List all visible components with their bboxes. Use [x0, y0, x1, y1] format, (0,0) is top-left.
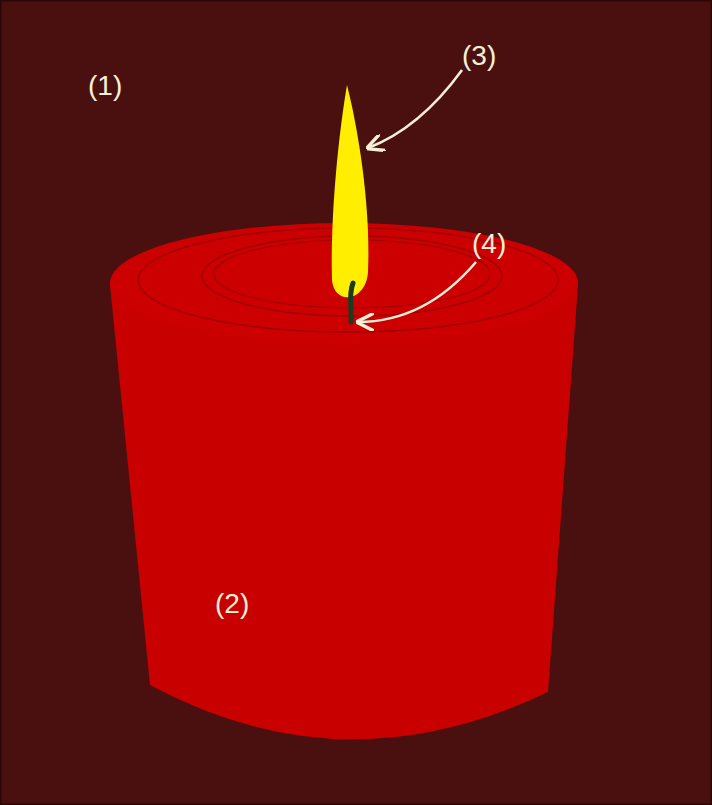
callout-number: (2) [215, 590, 249, 618]
callout-number: (1) [88, 72, 122, 100]
leader-line [368, 70, 462, 148]
callout-number: (3) [462, 42, 496, 70]
leader-line [358, 262, 476, 322]
wick [350, 283, 353, 322]
callout-number: (4) [472, 230, 506, 258]
candle-body [110, 285, 578, 739]
flame [332, 85, 369, 297]
